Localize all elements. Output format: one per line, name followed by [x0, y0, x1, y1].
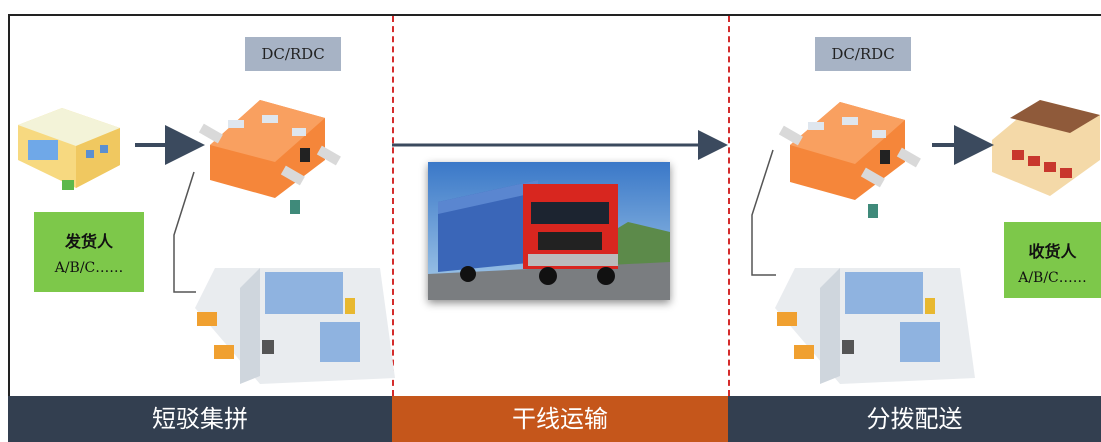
- receiver-box: 收货人 A/B/C……: [1004, 222, 1101, 298]
- shipper-name: 发货人: [64, 232, 113, 251]
- right-warehouse-floor-illustration: [775, 268, 975, 384]
- stage-band-trunk-transport: 干线运输: [392, 396, 728, 442]
- dc-left-warehouse-icon: [198, 100, 341, 214]
- connector-right: [751, 149, 776, 276]
- stage-band-short-haul: 短驳集拼: [8, 396, 392, 442]
- shipper-box: 发货人 A/B/C……: [34, 212, 144, 292]
- dc-right-label: DC/RDC: [815, 37, 911, 71]
- connector-left: [173, 171, 196, 293]
- receiver-name: 收货人: [1028, 242, 1077, 261]
- dc-left-label: DC/RDC: [245, 37, 341, 71]
- left-warehouse-floor-illustration: [195, 268, 395, 384]
- stage-divider-right: [728, 16, 730, 396]
- truck-photo: [428, 162, 670, 300]
- shipper-ids: A/B/C……: [54, 260, 124, 276]
- shipper-building-icon: [18, 108, 120, 190]
- truck-image: [428, 162, 670, 300]
- receiver-ids: A/B/C……: [1018, 270, 1087, 286]
- receiver-building-icon: [992, 100, 1100, 196]
- dc-right-warehouse-icon: [778, 102, 921, 218]
- stage-band-distribution: 分拨配送: [728, 396, 1101, 442]
- stage-divider-left: [392, 16, 394, 396]
- diagram-frame: [8, 14, 1101, 442]
